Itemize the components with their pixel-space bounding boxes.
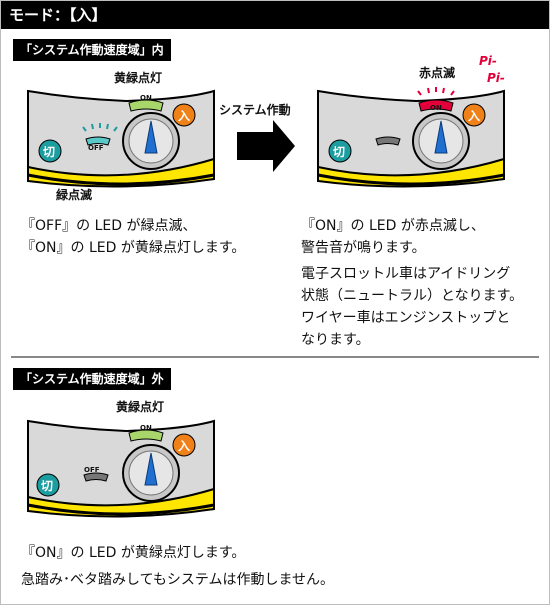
right-description-line6: なります。	[301, 332, 370, 348]
after-top-label: 赤点滅	[419, 66, 456, 80]
outside-top-label: 黄緑点灯	[116, 400, 165, 414]
in-button-label: 入	[178, 109, 191, 123]
kiri-button-label-after: 切	[333, 145, 346, 159]
device-illustration-after	[317, 87, 505, 188]
arrow-right-icon	[237, 120, 295, 172]
in-button-label-outside: 入	[178, 439, 191, 453]
right-description-line3: 電子スロットル車はアイドリング	[301, 266, 511, 282]
device-illustration-outside	[27, 419, 215, 518]
before-top-label: 黄緑点灯	[114, 71, 163, 85]
kiri-button-label: 切	[43, 145, 56, 159]
beep-sound-line2: Pi-	[487, 71, 505, 85]
section-divider	[11, 356, 539, 358]
section-tag-outside: 「システム作動速度域」外	[13, 368, 171, 390]
device-panel-before: ON OFF 入 切	[26, 71, 216, 196]
left-description-line1: 『OFF』の LED が緑点滅、	[21, 218, 197, 234]
right-description-line2: 警告音が鳴ります。	[301, 240, 426, 256]
led-off-label-outside: OFF	[84, 466, 100, 474]
right-description-line1: 『ON』の LED が赤点滅し、	[301, 218, 485, 234]
device-illustration	[27, 89, 215, 188]
device-panel-outside: ON OFF 入 切	[26, 401, 216, 526]
page-title: モード：【入】	[1, 1, 549, 29]
left-description-line2: 『ON』の LED が黄緑点灯します。	[21, 240, 246, 256]
section-tag-inside: 「システム作動速度域」内	[13, 39, 171, 61]
device-panel-after: ON 入 切	[316, 71, 506, 196]
kiri-button-label-outside: 切	[41, 479, 54, 493]
led-on-label-after: ON	[430, 104, 442, 112]
led-on-label: ON	[140, 94, 152, 102]
beep-sound-line1: Pi-	[479, 54, 497, 68]
outside-description-line1: 『ON』の LED が黄緑点灯します。	[21, 545, 246, 561]
arrow-label: システム作動	[219, 103, 291, 117]
right-description-line4: 状態（ニュートラル）となります。	[301, 288, 524, 304]
led-on-label-outside: ON	[140, 424, 152, 432]
led-off-label: OFF	[88, 144, 104, 152]
right-description-line5: ワイヤー車はエンジンストップと	[301, 310, 511, 326]
before-bottom-label: 緑点滅	[56, 188, 93, 202]
in-button-label-after: 入	[468, 109, 481, 123]
outside-description-line2: 急踏み･ベタ踏みしてもシステムは作動しません。	[21, 572, 335, 588]
